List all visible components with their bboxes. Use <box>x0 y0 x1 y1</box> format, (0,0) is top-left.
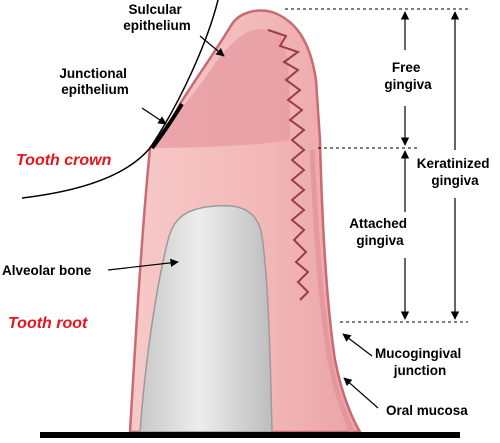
junctional-epithelium-pointer <box>141 107 167 125</box>
oral-mucosa-label: Oral mucosa <box>386 403 468 418</box>
mucogingival-junction-label: Mucogingival junction <box>375 346 465 378</box>
alveolar-bone-pointer <box>107 258 179 271</box>
attached-gingiva-label: Attached gingiva <box>349 216 411 248</box>
junctional-epithelium-band <box>150 102 184 150</box>
alveolar-bone-label: Alveolar bone <box>2 263 92 278</box>
free-gingiva-label: Free gingiva <box>384 60 432 92</box>
epithelial-ridges <box>267 29 310 301</box>
junctional-epithelium-label: Junctional epithelium <box>59 66 130 97</box>
sulcular-epithelium-label: Sulcular epithelium <box>123 2 191 33</box>
tooth-crown-label: Tooth crown <box>16 152 112 169</box>
ground-line <box>40 432 460 438</box>
measurement-guides <box>285 8 468 323</box>
mucogingival-junction-pointer <box>342 333 373 357</box>
sulcus-region <box>150 29 290 148</box>
sulcular-epithelium-pointer <box>199 35 225 57</box>
keratinized-gingiva-label: Keratinized gingiva <box>417 156 494 188</box>
oral-mucosa-pointer <box>343 377 379 409</box>
tooth-root-label: Tooth root <box>8 315 88 332</box>
